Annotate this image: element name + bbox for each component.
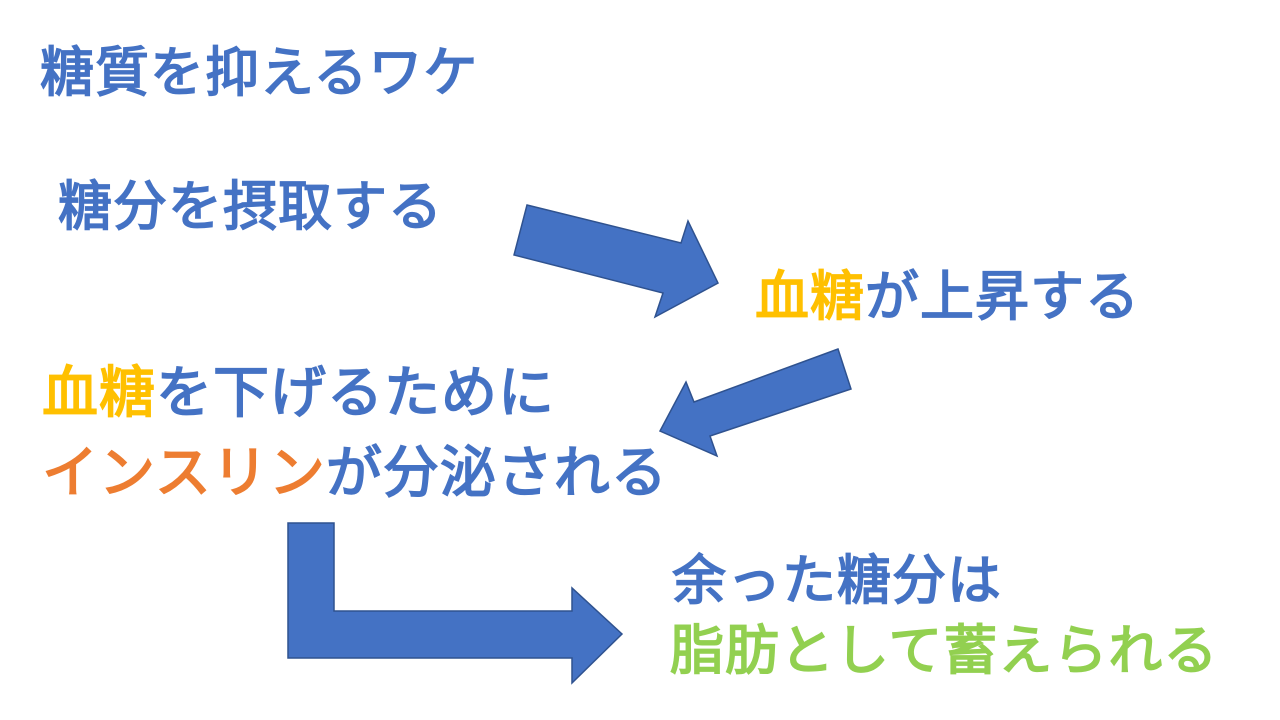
page-title: 糖質を抑えるワケ	[40, 46, 478, 100]
step4-line2: 脂肪として蓄えられる	[670, 619, 1219, 682]
step3-line2-highlight: インスリン	[42, 441, 326, 506]
step-insulin-secretion: インスリンが分泌される	[42, 446, 668, 502]
step-sugar-intake: 糖分を摂取する	[58, 180, 443, 234]
step2-rest: が上昇する	[865, 265, 1140, 328]
step3-line1-highlight: 血糖	[42, 361, 156, 426]
arrow-right-down	[513, 204, 719, 319]
step4-line1: 余った糖分は	[672, 549, 1002, 612]
step3-line2-rest: が分泌される	[325, 441, 668, 506]
step2-highlight: 血糖	[755, 265, 865, 328]
step-stored-as-fat: 脂肪として蓄えられる	[670, 624, 1218, 678]
step-blood-sugar-rise: 血糖が上昇する	[755, 270, 1140, 324]
step-lower-blood-sugar: 血糖を下げるために	[42, 366, 555, 422]
step3-line1-rest: を下げるために	[156, 361, 555, 426]
arrow-left-down	[658, 348, 852, 458]
step1-text: 糖分を摂取する	[58, 175, 443, 238]
step-excess-sugar: 余った糖分は	[672, 554, 1002, 608]
arrow-bent-right	[287, 522, 624, 685]
title-text: 糖質を抑えるワケ	[40, 41, 479, 104]
